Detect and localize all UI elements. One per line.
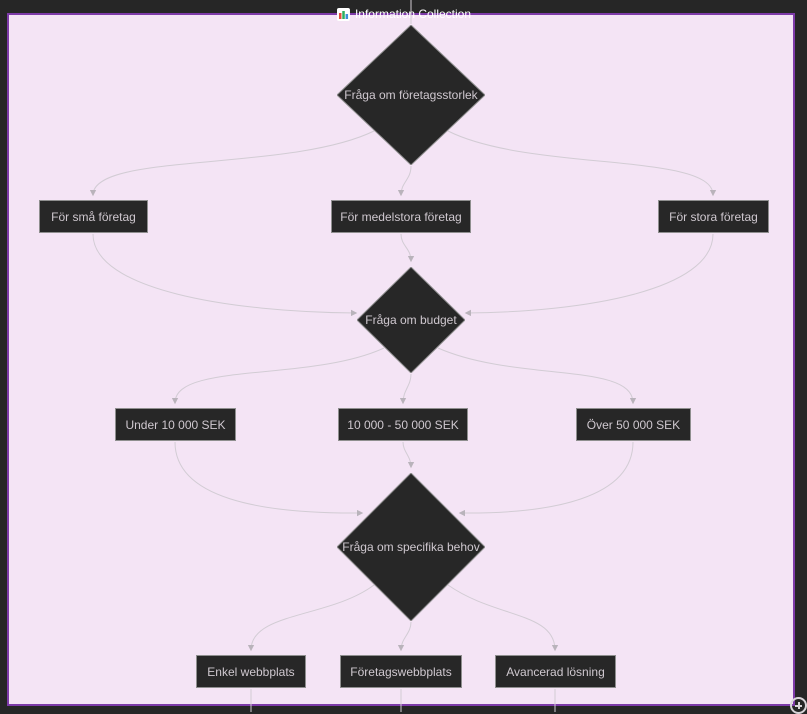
option-node-under-10000: Under 10 000 SEK (115, 408, 236, 441)
option-node-over-50000: Över 50 000 SEK (576, 408, 691, 441)
decision-label: Fråga om företagsstorlek (344, 88, 478, 102)
option-node-simple-website: Enkel webbplats (196, 655, 306, 688)
decision-label: Fråga om budget (365, 313, 457, 327)
flowchart-title-text: Information Collection (354, 7, 472, 21)
plus-icon (797, 702, 800, 709)
option-node-advanced-solution: Avancerad lösning (495, 655, 616, 688)
decision-node-budget: Fråga om budget (357, 267, 465, 373)
decision-node-company-size: Fråga om företagsstorlek (337, 25, 485, 165)
option-node-large-company: För stora företag (658, 200, 769, 233)
bar-chart-icon (336, 7, 350, 21)
flowchart-title: Information Collection (336, 7, 472, 21)
option-node-business-website: Företagswebbplats (340, 655, 462, 688)
option-node-10000-50000: 10 000 - 50 000 SEK (338, 408, 468, 441)
decision-label: Fråga om specifika behov (342, 540, 480, 554)
decision-node-specific-needs: Fråga om specifika behov (337, 473, 485, 621)
option-node-medium-company: För medelstora företag (331, 200, 471, 233)
zoom-in-button[interactable] (790, 697, 807, 714)
option-node-small-company: För små företag (39, 200, 148, 233)
